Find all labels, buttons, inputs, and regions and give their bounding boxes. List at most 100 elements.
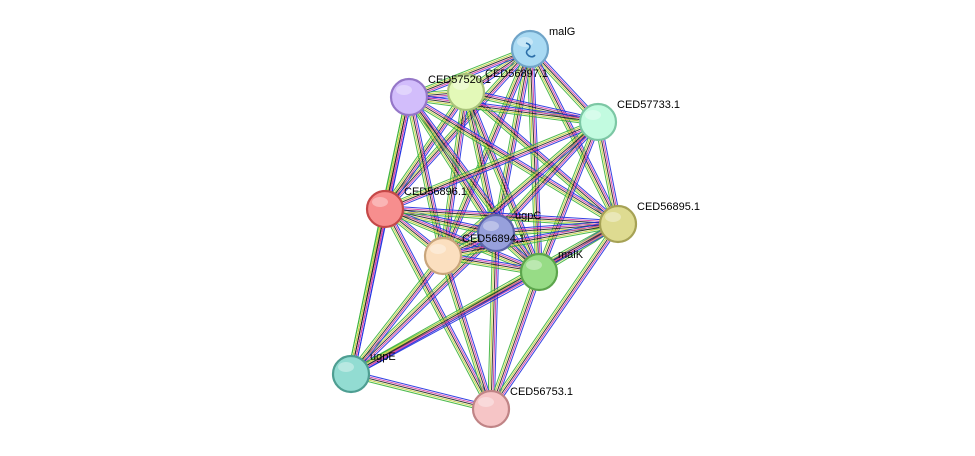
- edge-strand: [350, 208, 386, 375]
- edge-strand: [350, 373, 492, 410]
- node-malG[interactable]: malG: [510, 26, 575, 69]
- edge-CED57733.1-CED56896.1[interactable]: [383, 118, 600, 213]
- edge-strand: [381, 210, 489, 411]
- edge-strand: [383, 90, 466, 209]
- node-highlight: [396, 85, 412, 95]
- edge-strand: [468, 90, 543, 271]
- node-circle[interactable]: [598, 204, 638, 244]
- edge-strand: [385, 207, 540, 271]
- edge-strand: [439, 91, 464, 256]
- node-circle[interactable]: [476, 213, 516, 253]
- edge-strand: [386, 205, 541, 270]
- node-circle[interactable]: [446, 72, 486, 112]
- edge-strand: [442, 220, 618, 254]
- edge-strand: [529, 48, 619, 225]
- node-circle[interactable]: [423, 236, 463, 276]
- edge-strand: [348, 208, 384, 374]
- edge-strand: [462, 92, 494, 234]
- edge-strand: [441, 120, 598, 256]
- node-CED57520.1[interactable]: CED57520.1: [389, 74, 491, 117]
- edge-strand: [350, 223, 619, 375]
- edge-strand: [409, 94, 599, 121]
- node-circle[interactable]: [519, 252, 559, 292]
- edge-strand: [407, 97, 618, 226]
- edge-strand: [463, 94, 617, 227]
- node-ugpE[interactable]: ugpE: [331, 351, 396, 394]
- edge-strand: [443, 122, 600, 258]
- node-CED57733.1[interactable]: CED57733.1: [578, 99, 680, 142]
- edge-malG-CED56895.1[interactable]: [526, 47, 622, 226]
- edge-strand: [532, 47, 622, 223]
- node-CED56753.1[interactable]: CED56753.1: [471, 386, 573, 429]
- edge-ugpC-CED56753.1[interactable]: [487, 232, 500, 410]
- edge-CED57733.1-malK[interactable]: [535, 120, 602, 274]
- edge-strand: [488, 232, 495, 409]
- node-highlight: [605, 212, 621, 222]
- node-label: CED56895.1: [637, 201, 700, 213]
- edge-strand: [385, 92, 468, 211]
- edge-strand: [351, 370, 492, 407]
- edge-strand: [445, 92, 470, 257]
- node-circle[interactable]: [510, 29, 550, 69]
- edge-strand: [350, 375, 491, 412]
- edge-strand: [495, 48, 531, 234]
- edge-strand: [352, 226, 620, 378]
- edge-ugpE-CED56753.1[interactable]: [350, 370, 492, 413]
- edge-strand: [535, 120, 596, 272]
- node-circle[interactable]: [471, 389, 511, 429]
- edge-strand: [492, 233, 499, 410]
- edge-strand: [529, 48, 540, 273]
- edge-strand: [384, 121, 599, 210]
- edge-strand: [526, 49, 537, 273]
- edge-ugpC-CED56895.1[interactable]: [495, 220, 619, 237]
- node-label: ugpE: [370, 351, 396, 363]
- edge-strand: [385, 123, 599, 211]
- edge-strand: [386, 124, 600, 213]
- edge-strand: [349, 254, 443, 374]
- node-CED56895.1[interactable]: CED56895.1: [598, 201, 700, 244]
- node-label: CED56897.1: [485, 68, 548, 80]
- node-circle[interactable]: [389, 77, 429, 117]
- edge-CED56894.1-CED56895.1[interactable]: [442, 220, 619, 260]
- node-label: malG: [549, 26, 575, 38]
- node-label: malK: [558, 249, 584, 261]
- edge-CED56897.1-CED56894.1[interactable]: [439, 91, 470, 257]
- edge-strand: [350, 232, 497, 375]
- edge-strand: [387, 93, 470, 212]
- node-circle[interactable]: [578, 102, 618, 142]
- edge-strand: [353, 257, 446, 377]
- node-CED56897.1[interactable]: CED56897.1: [446, 68, 548, 112]
- edge-strand: [384, 210, 539, 274]
- edge-CED56896.1-ugpE[interactable]: [347, 208, 389, 375]
- edge-CED56896.1-CED56753.1[interactable]: [381, 207, 495, 411]
- edge-strand: [408, 47, 530, 96]
- edge-CED57520.1-CED57733.1[interactable]: [408, 93, 599, 126]
- edge-strand: [495, 221, 618, 232]
- edge-strand: [487, 221, 616, 408]
- edge-strand: [442, 121, 599, 257]
- node-malK[interactable]: malK: [519, 249, 584, 292]
- edge-strand: [384, 91, 467, 210]
- edge-CED56895.1-ugpE[interactable]: [349, 220, 620, 378]
- edge-strand: [352, 274, 541, 378]
- edge-strand: [347, 208, 383, 374]
- edge-strand: [492, 272, 541, 410]
- node-ugpC[interactable]: ugpC: [476, 210, 541, 253]
- edge-CED56896.1-malK[interactable]: [383, 205, 541, 276]
- edge-strand: [489, 271, 538, 409]
- edge-CED57733.1-CED56894.1[interactable]: [440, 119, 601, 259]
- edge-CED56895.1-CED56753.1[interactable]: [487, 221, 622, 412]
- edge-strand: [439, 256, 489, 411]
- node-label: CED56753.1: [510, 386, 573, 398]
- node-CED56894.1[interactable]: CED56894.1: [423, 233, 525, 276]
- node-circle[interactable]: [331, 354, 371, 394]
- edge-malK-ugpE[interactable]: [349, 268, 541, 378]
- node-CED56896.1[interactable]: CED56896.1: [365, 186, 467, 229]
- edge-strand: [538, 121, 599, 273]
- edge-CED56894.1-CED56753.1[interactable]: [439, 254, 495, 411]
- node-circle[interactable]: [365, 189, 405, 229]
- edge-strand: [383, 118, 597, 207]
- edge-strand: [408, 98, 598, 125]
- edge-CED56894.1-ugpE[interactable]: [348, 253, 446, 377]
